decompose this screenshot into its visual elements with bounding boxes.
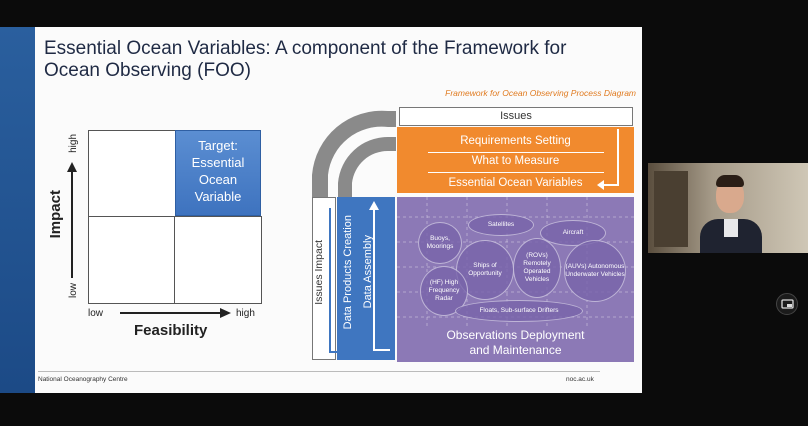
matrix-cell-bottom-right: [174, 216, 262, 304]
picture-in-picture-icon: [781, 299, 794, 309]
divider: [428, 152, 604, 153]
observations-label: Observations Deployment and Maintenance: [397, 328, 634, 358]
speaker-video[interactable]: [648, 163, 808, 253]
impact-arrow-icon: [67, 162, 77, 278]
issues-box: Issues: [399, 107, 633, 126]
framework-caption: Framework for Ocean Observing Process Di…: [445, 88, 636, 98]
aircraft-bubble: Aircraft: [540, 220, 606, 246]
target-cell: Target: Essential Ocean Variable: [175, 130, 261, 216]
target-line: Ocean: [198, 172, 238, 187]
feasibility-axis-label: Feasibility: [134, 322, 208, 339]
y-axis-low: low: [68, 283, 79, 299]
down-arrow-icon: [597, 129, 619, 190]
slide-title: Essential Ocean Variables: A component o…: [44, 38, 634, 82]
eov-label: Essential Ocean Variables: [448, 177, 583, 189]
matrix-cell-bottom-left: [88, 216, 176, 304]
y-axis-high: high: [68, 134, 79, 153]
requirements-block: [397, 127, 634, 193]
satellites-bubble: Satellites: [468, 214, 534, 236]
target-line: Target:: [198, 138, 238, 153]
issues-impact-label: Issues Impact: [313, 240, 325, 305]
feasibility-arrow-icon: [120, 308, 231, 318]
what-to-measure-label: What to Measure: [471, 155, 560, 167]
divider: [428, 172, 604, 173]
floats-bubble: Floats, Sub-surface Drifters: [455, 300, 583, 322]
observations-line2: and Maintenance: [469, 343, 562, 357]
speaker-collar: [724, 219, 738, 237]
bookshelf: [654, 171, 688, 247]
buoys-bubble: Buoys, Moorings: [418, 222, 462, 264]
data-flow-arrows-icon: [329, 201, 390, 353]
matrix-cell-top-left: [88, 130, 176, 218]
requirements-label: Requirements Setting: [460, 135, 571, 147]
footer-right: noc.ac.uk: [566, 376, 594, 383]
x-axis-high: high: [236, 308, 255, 319]
data-column: [337, 197, 395, 360]
rovs-bubble: (ROVs) Remotely Operated Vehicles: [513, 238, 561, 298]
feedback-arcs-icon: [312, 110, 396, 197]
observations-line1: Observations Deployment: [446, 328, 585, 342]
target-line: Essential: [191, 155, 245, 170]
footer-left: National Oceanography Centre: [38, 376, 128, 383]
footer-divider: [38, 371, 600, 372]
slide-title-line1: Essential Ocean Variables: A component o…: [44, 38, 567, 59]
picture-in-picture-button[interactable]: [776, 293, 798, 315]
presenter-sidebar-strip: [0, 27, 35, 393]
impact-axis-label: Impact: [47, 190, 64, 239]
auvs-bubble: (AUVs) Autonomous Underwater Vehicles: [564, 240, 626, 302]
speaker-hair: [716, 175, 744, 187]
target-line: Variable: [194, 189, 242, 204]
issues-impact-column: [312, 197, 336, 360]
x-axis-low: low: [88, 308, 104, 319]
slide-title-line2: Ocean Observing (FOO): [44, 60, 251, 81]
